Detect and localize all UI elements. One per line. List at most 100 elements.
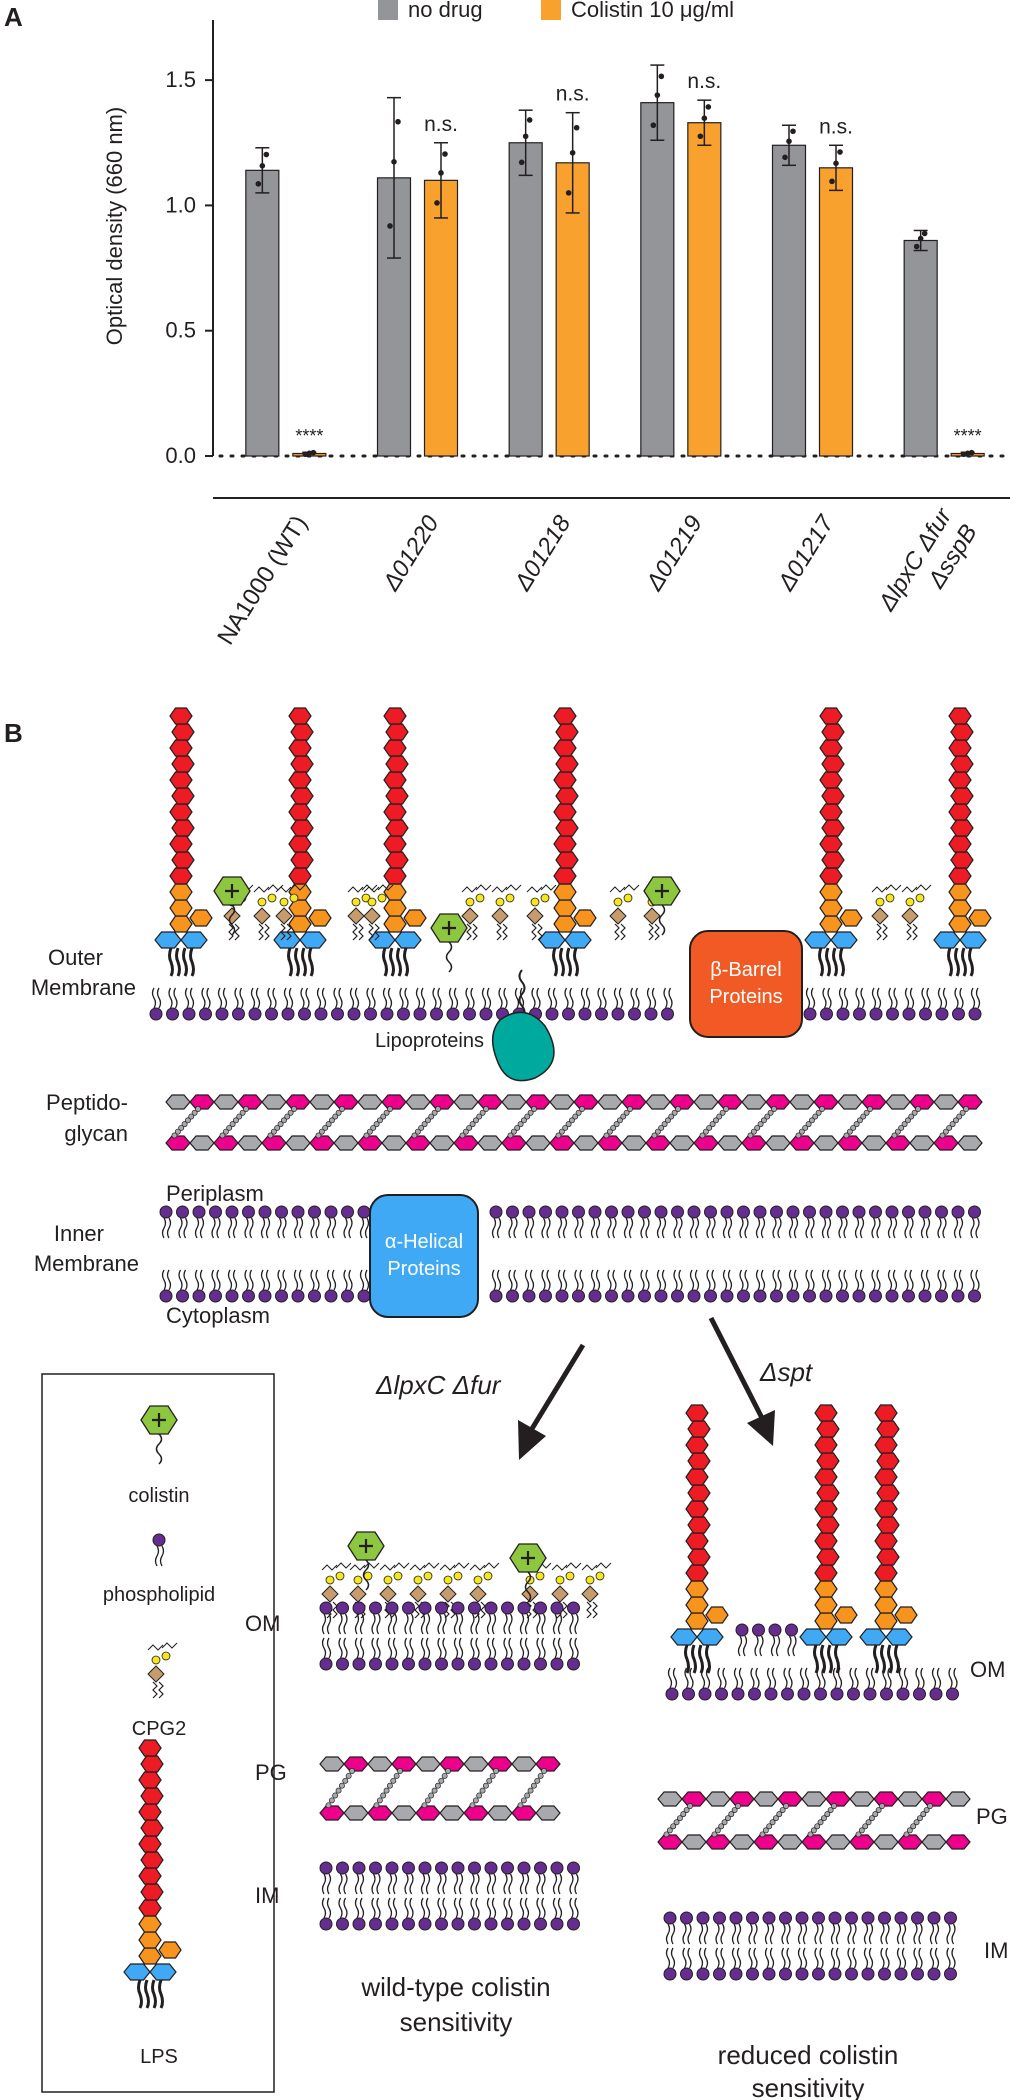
significance-label: **** xyxy=(954,426,982,446)
data-point xyxy=(968,449,975,456)
pg-sugar xyxy=(933,1135,959,1151)
o-antigen-unit xyxy=(876,1420,900,1438)
phospholipid xyxy=(489,1205,503,1239)
phospholipid xyxy=(324,1205,338,1239)
data-point xyxy=(701,115,708,122)
bar xyxy=(687,122,722,457)
phospholipid xyxy=(231,987,246,1021)
lipid-a xyxy=(947,946,974,978)
o-antigen-unit xyxy=(383,835,407,853)
o-antigen-unit xyxy=(290,787,314,805)
o-antigen-unit xyxy=(814,1564,838,1582)
pg-sugar xyxy=(933,1094,959,1110)
phospholipid xyxy=(797,1667,811,1701)
legend-label-colistin: Colistin 10 μg/ml xyxy=(571,0,734,22)
pg-sugar xyxy=(213,1135,239,1151)
peptide-crosslink xyxy=(627,1106,633,1112)
o-antigen-unit xyxy=(288,867,312,885)
significance-label: **** xyxy=(295,426,323,446)
pg-sugar xyxy=(319,1805,345,1821)
pg-sugar xyxy=(525,1094,551,1110)
phospholipid xyxy=(803,987,817,1021)
pg-sugar xyxy=(597,1135,623,1151)
peptide-crosslink xyxy=(827,1807,834,1814)
o-antigen-unit xyxy=(950,755,974,773)
peptide-crosslink xyxy=(814,1823,821,1830)
o-antigen-unit xyxy=(687,1516,711,1534)
pg-sugar xyxy=(309,1135,335,1151)
phospholipid xyxy=(281,987,295,1021)
o-antigen-unit xyxy=(290,755,314,773)
legend-phospholipid-label: phospholipid xyxy=(103,1584,215,1606)
phospholipid xyxy=(307,1205,322,1239)
phospholipid xyxy=(918,1269,932,1303)
o-antigen-unit xyxy=(171,787,195,805)
peptide-crosslink xyxy=(277,1121,284,1128)
pg-sugar xyxy=(237,1135,263,1151)
significance-label: n.s. xyxy=(556,83,590,106)
lps-core-blue xyxy=(825,1628,853,1646)
lipid-a xyxy=(818,946,845,978)
outer-membrane-label: Outer Membrane xyxy=(31,945,136,1000)
phospholipid xyxy=(418,1861,432,1895)
peptide-crosslink xyxy=(517,1121,524,1128)
lps-core-orange xyxy=(874,1596,898,1614)
legend-cpg2-label: CPG2 xyxy=(132,1718,186,1740)
lps-molecule xyxy=(933,707,992,978)
peptide-crosslink xyxy=(891,1132,898,1139)
peptide-crosslink xyxy=(558,1128,565,1135)
peptide-crosslink xyxy=(531,1106,537,1112)
phospholipid xyxy=(175,1205,190,1239)
peptide-crosslink xyxy=(779,1807,786,1814)
phospholipid xyxy=(720,1269,734,1303)
bar xyxy=(423,179,459,457)
o-antigen-unit xyxy=(685,1500,709,1518)
o-antigen-unit xyxy=(819,739,843,757)
peptide-crosslink xyxy=(424,1117,431,1124)
peptide-crosslink xyxy=(671,1109,678,1116)
phospholipid xyxy=(363,987,378,1021)
membrane-diagram xyxy=(149,707,992,1981)
phospholipid xyxy=(621,1269,635,1303)
phospholipid xyxy=(828,1947,842,1981)
phospholipid xyxy=(863,1667,877,1701)
o-antigen-unit xyxy=(169,739,193,757)
lps-core-blue xyxy=(394,931,422,949)
peptide-crosslink xyxy=(719,1109,726,1116)
phospholipid xyxy=(517,1861,531,1895)
peptide-crosslink xyxy=(783,1803,789,1809)
arrow-right-label: Δspt xyxy=(759,1357,814,1387)
phospholipid xyxy=(918,987,933,1021)
colistin xyxy=(642,875,682,937)
lps-core-blue xyxy=(368,931,396,949)
pg-sugar xyxy=(837,1135,863,1151)
pg-label-right: PG xyxy=(976,1804,1008,1829)
peptide-crosslink xyxy=(815,1109,822,1116)
phospholipid xyxy=(885,1205,899,1239)
category-label: Δ01218 xyxy=(509,510,577,596)
pg-sugar xyxy=(873,1791,899,1807)
peptide-crosslink xyxy=(411,1132,418,1139)
peptide-crosslink xyxy=(479,1109,486,1116)
data-point xyxy=(259,163,266,169)
lps-core-blue xyxy=(696,1628,724,1646)
phospholipid xyxy=(550,1861,564,1895)
o-antigen-unit xyxy=(948,739,972,757)
data-point xyxy=(837,149,843,155)
phospholipid xyxy=(637,1269,652,1303)
phospholipid xyxy=(654,1269,668,1303)
peptide-crosslink xyxy=(520,1797,527,1804)
pg-sugar xyxy=(487,1805,513,1821)
peptide-crosslink xyxy=(716,1113,723,1120)
peptide-crosslink xyxy=(702,1128,709,1135)
phospholipid xyxy=(696,1911,710,1945)
phospholipid xyxy=(538,1269,553,1303)
phospholipid xyxy=(778,1947,793,1981)
peptide-crosslink xyxy=(865,1819,872,1826)
peptide-crosslink xyxy=(267,1132,274,1139)
phospholipid xyxy=(484,1861,498,1895)
phospholipid xyxy=(836,987,850,1021)
o-antigen-unit xyxy=(385,787,409,805)
pg-sugar xyxy=(319,1756,345,1772)
phospholipid xyxy=(340,1269,355,1303)
